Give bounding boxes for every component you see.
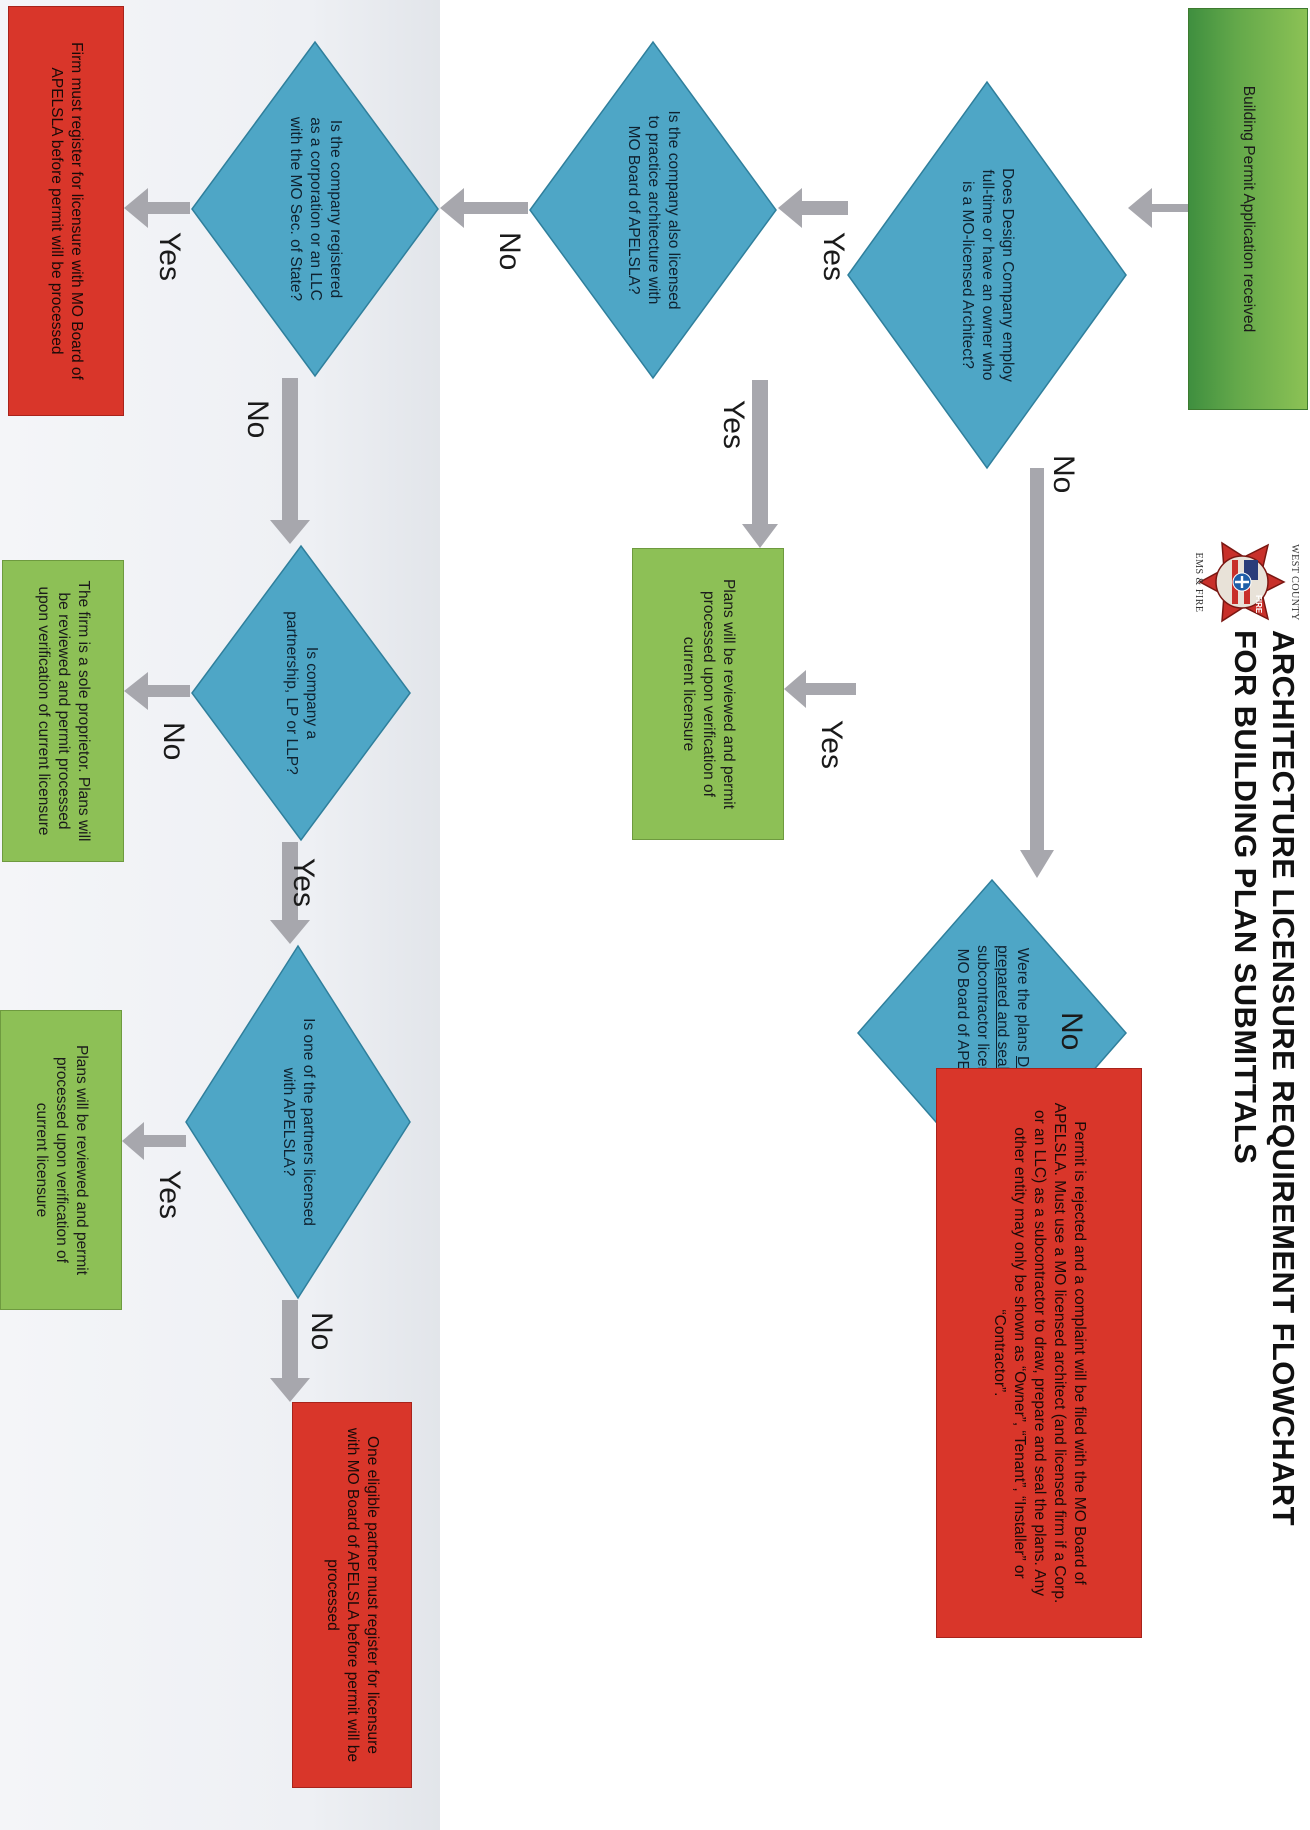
arrow-q4-to-q5 bbox=[270, 378, 310, 544]
ok1-text: Plans will be reviewed and permit proces… bbox=[679, 578, 738, 810]
q2-yes-label: Yes bbox=[815, 720, 848, 769]
q1-yes-label: Yes bbox=[817, 232, 850, 281]
arrow-q3-to-q4 bbox=[440, 188, 528, 228]
title-line-1: ARCHITECTURE LICENSURE REQUIREMENT FLOWC… bbox=[1266, 630, 1301, 1526]
q5-yes-label: Yes bbox=[287, 858, 320, 907]
arrow-q3-to-ok1 bbox=[742, 380, 778, 548]
firm-register-box: Firm must register for licensure with MO… bbox=[8, 6, 124, 416]
start-box: Building Permit Application received bbox=[1188, 8, 1308, 410]
title-line-2: FOR BUILDING PLAN SUBMITTALS bbox=[1228, 630, 1264, 1165]
q6-text: Is one of the partners licensed with APE… bbox=[280, 1018, 317, 1226]
logo-top-text: WEST COUNTY bbox=[1289, 544, 1300, 621]
decision-q6: Is one of the partners licensed with APE… bbox=[184, 944, 412, 1300]
arrow-q4-to-firm-register bbox=[124, 188, 190, 228]
partner-register-text: One eligible partner must register for l… bbox=[323, 1427, 382, 1763]
reject-box: Permit is rejected and a complaint will … bbox=[936, 1068, 1142, 1638]
q4-yes-label: Yes bbox=[153, 232, 186, 281]
firm-register-text: Firm must register for licensure with MO… bbox=[48, 42, 86, 380]
sole-prop-box: The firm is a sole proprietor. Plans wil… bbox=[2, 560, 124, 862]
q3-text: Is the company also licensed to practice… bbox=[625, 110, 682, 310]
arrow-q6-to-ok2 bbox=[122, 1122, 186, 1160]
start-text: Building Permit Application received bbox=[1240, 85, 1258, 333]
arrow-start-to-q1 bbox=[1128, 188, 1190, 228]
page-title: ARCHITECTURE LICENSURE REQUIREMENT FLOWC… bbox=[1226, 630, 1302, 1830]
decision-q1: Does Design Company employ full-time or … bbox=[846, 80, 1128, 470]
q5-no-label: No bbox=[157, 722, 190, 761]
q1-text: Does Design Company employ full-time or … bbox=[959, 168, 1016, 382]
q6-yes-label: Yes bbox=[153, 1170, 186, 1219]
q3-yes-label: Yes bbox=[717, 400, 750, 449]
arrow-q2-to-ok1 bbox=[784, 670, 856, 708]
fire-district-emblem-icon: FIRE bbox=[1198, 541, 1286, 623]
q6-no-label: No bbox=[305, 1312, 338, 1351]
ok2-box: Plans will be reviewed and permit proces… bbox=[0, 1010, 122, 1310]
q1-no-label: No bbox=[1047, 455, 1080, 494]
arrow-q1-to-q2 bbox=[1020, 468, 1054, 878]
sole-prop-text: The firm is a sole proprietor. Plans wil… bbox=[34, 580, 93, 842]
ok1-box: Plans will be reviewed and permit proces… bbox=[632, 548, 784, 840]
decision-q4: Is the company registered as a corporati… bbox=[190, 40, 440, 378]
q5-text: Is company a partnership, LP or LLP? bbox=[283, 611, 320, 775]
q3-no-label: No bbox=[493, 232, 526, 271]
logo-bottom-text: EMS & FIRE bbox=[1193, 552, 1204, 613]
west-county-ems-fire-logo: WEST COUNTY FIRE EMS & FIRE bbox=[1190, 535, 1300, 630]
arrow-q1-to-q3 bbox=[778, 188, 848, 228]
decision-q5: Is company a partnership, LP or LLP? bbox=[190, 544, 412, 842]
q4-no-label: No bbox=[241, 400, 274, 439]
ok2-text: Plans will be reviewed and permit proces… bbox=[32, 1044, 91, 1276]
q2-text-before: Were the plans bbox=[1013, 947, 1031, 1056]
q2-no-label: No bbox=[1055, 1012, 1088, 1051]
q4-text: Is the company registered as a corporati… bbox=[287, 116, 344, 302]
partner-register-box: One eligible partner must register for l… bbox=[292, 1402, 412, 1788]
reject-text: Permit is rejected and a complaint will … bbox=[990, 1102, 1089, 1604]
arrow-q5-to-sole-prop bbox=[124, 672, 190, 710]
logo-seal-text: FIRE bbox=[1254, 595, 1263, 614]
arrow-q6-to-partner-register bbox=[270, 1300, 310, 1402]
decision-q3: Is the company also licensed to practice… bbox=[528, 40, 778, 380]
arrow-q5-to-q6 bbox=[270, 842, 310, 944]
